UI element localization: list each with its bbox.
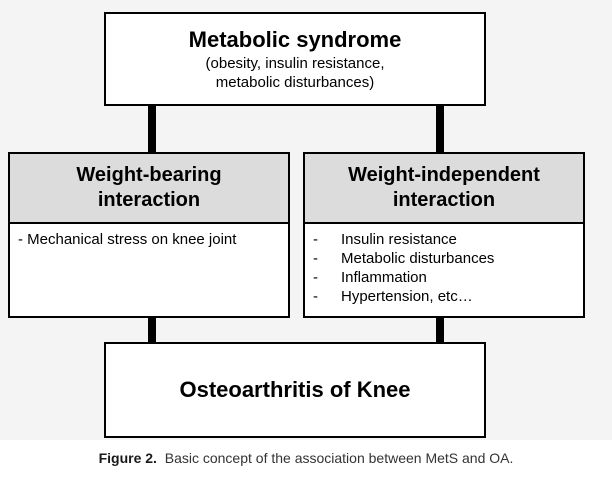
weight-independent-title-1: Weight-independent [348, 164, 540, 186]
weight-independent-box: Weight-independent interaction -Insulin … [303, 152, 585, 318]
figure-label: Figure 2. [98, 450, 157, 466]
list-item: -Hypertension, etc… [313, 288, 473, 305]
metabolic-syndrome-subtitle-2: metabolic disturbances) [215, 74, 375, 91]
connector-top-right [436, 104, 444, 154]
list-item: -Metabolic disturbances [313, 250, 495, 267]
weight-bearing-title-1: Weight-bearing [76, 164, 222, 186]
weight-independent-list: -Insulin resistance -Metabolic disturban… [313, 230, 575, 306]
weight-independent-title-2: interaction [392, 189, 496, 211]
weight-bearing-item: - Mechanical stress on knee joint [18, 231, 237, 248]
figure-caption: Figure 2. Basic concept of the associati… [0, 450, 612, 466]
list-item: -Inflammation [313, 269, 427, 286]
weight-bearing-box: Weight-bearing interaction - Mechanical … [8, 152, 290, 318]
metabolic-syndrome-title: Metabolic syndrome [188, 27, 402, 52]
weight-independent-header: Weight-independent interaction [305, 154, 583, 224]
connector-bottom-left [148, 316, 156, 344]
weight-bearing-body: - Mechanical stress on knee joint [10, 224, 288, 316]
weight-independent-body: -Insulin resistance -Metabolic disturban… [305, 224, 583, 316]
connector-bottom-right [436, 316, 444, 344]
metabolic-syndrome-box: Metabolic syndrome (obesity, insulin res… [104, 12, 486, 106]
metabolic-syndrome-subtitle-1: (obesity, insulin resistance, [205, 55, 385, 72]
osteoarthritis-title: Osteoarthritis of Knee [179, 377, 411, 402]
list-item: -Insulin resistance [313, 231, 457, 248]
weight-bearing-header: Weight-bearing interaction [10, 154, 288, 224]
weight-bearing-title-2: interaction [97, 189, 201, 211]
osteoarthritis-box: Osteoarthritis of Knee [104, 342, 486, 438]
connector-top-left [148, 104, 156, 154]
figure-caption-text: Basic concept of the association between… [164, 450, 514, 466]
